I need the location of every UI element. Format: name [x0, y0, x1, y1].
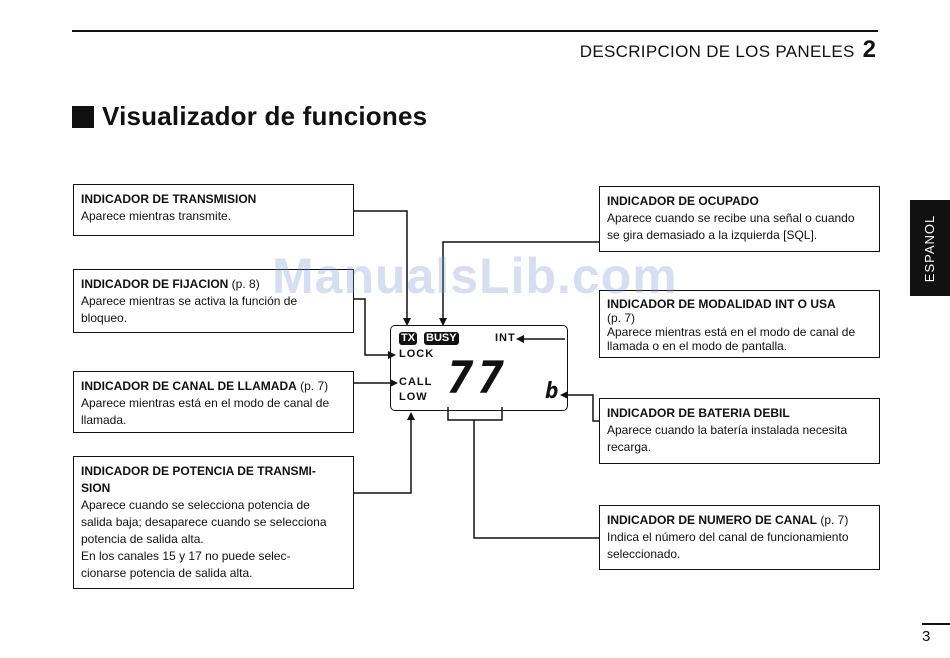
callout-desc: Aparece cuando se selecciona potencia de: [81, 498, 310, 512]
callout-channel-number: INDICADOR DE NUMERO DE CANAL (p. 7) Indi…: [599, 505, 880, 570]
callout-call-channel: INDICADOR DE CANAL DE LLAMADA (p. 7) Apa…: [73, 371, 354, 433]
connector-power: [354, 416, 412, 494]
callout-title: INDICADOR DE CANAL DE LLAMADA: [81, 379, 297, 393]
arrow-battery: [560, 391, 568, 399]
callout-desc: Aparece mientras está en el modo de cana…: [607, 325, 856, 339]
callout-desc: seleccionado.: [607, 547, 681, 561]
lcd-tx-indicator: TX: [399, 332, 418, 345]
connector-tx: [354, 210, 408, 320]
callout-desc: Aparece mientras está en el modo de cana…: [81, 396, 330, 410]
callout-page-ref: (p. 7): [817, 513, 849, 527]
section-title: Visualizador de funciones: [102, 101, 428, 131]
arrow-power: [407, 412, 415, 420]
callout-transmit: INDICADOR DE TRANSMISION Aparece mientra…: [73, 184, 354, 236]
heading-square-icon: [72, 105, 94, 128]
lcd-display: TX BUSY INT LOCK CALL LOW 77 b: [390, 325, 568, 411]
connector-lock: [354, 298, 390, 356]
callout-int-usa: INDICADOR DE MODALIDAD INT O USA (p. 7) …: [599, 290, 880, 358]
connector-channel: [473, 420, 599, 539]
callout-desc: bloqueo.: [81, 311, 128, 325]
connector-busy: [442, 241, 599, 320]
callout-page-ref: (p. 8): [228, 277, 260, 291]
callout-desc: potencia de salida alta.: [81, 532, 204, 546]
callout-lock: INDICADOR DE FIJACION (p. 8) Aparece mie…: [73, 269, 354, 333]
arrow-tx: [403, 318, 411, 326]
callout-title: INDICADOR DE MODALIDAD INT O USA: [607, 297, 836, 311]
callout-title: INDICADOR DE TRANSMISION: [81, 192, 257, 206]
callout-title: INDICADOR DE FIJACION: [81, 277, 229, 291]
lcd-busy-indicator: BUSY: [424, 332, 459, 345]
top-rule: [72, 30, 878, 32]
callout-title: SION: [81, 481, 111, 495]
lcd-channel-digits: 77: [447, 353, 508, 404]
callout-desc: recarga.: [607, 440, 652, 454]
callout-desc: Indica el número del canal de funcionami…: [607, 530, 849, 544]
callout-desc: Aparece mientras se activa la función de: [81, 294, 298, 308]
callout-desc: Aparece cuando la batería instalada nece…: [607, 423, 848, 437]
language-side-tab: ESPANOL: [910, 200, 950, 296]
callout-desc: se gira demasiado a la izquierda [SQL].: [607, 228, 818, 242]
bottom-rule: [922, 623, 950, 625]
lcd-call-indicator: CALL: [399, 376, 433, 388]
page-number: 3: [922, 628, 931, 645]
callout-power: INDICADOR DE POTENCIA DE TRANSMI- SION A…: [73, 456, 354, 589]
callout-desc: llamada o en el modo de pantalla.: [607, 339, 788, 353]
channel-bracket: [447, 407, 503, 421]
connector-battery: [566, 394, 599, 422]
arrow-call: [390, 379, 398, 387]
callout-desc: Aparece cuando se recibe una señal o cua…: [607, 211, 855, 225]
lcd-battery-indicator: b: [545, 379, 559, 404]
callout-desc: llamada.: [81, 413, 127, 427]
callout-title: INDICADOR DE POTENCIA DE TRANSMI-: [81, 464, 316, 478]
header-title: DESCRIPCION DE LOS PANELES: [579, 42, 855, 61]
callout-title: INDICADOR DE BATERIA DEBIL: [607, 406, 790, 420]
callout-battery: INDICADOR DE BATERIA DEBIL Aparece cuand…: [599, 398, 880, 464]
chapter-number: 2: [862, 36, 876, 63]
watermark: ManualsLib.com: [272, 248, 678, 304]
callout-desc: salida baja; desaparece cuando se selecc…: [81, 515, 327, 529]
callout-title: INDICADOR DE OCUPADO: [607, 194, 759, 208]
callout-title: INDICADOR DE NUMERO DE CANAL: [607, 513, 817, 527]
lcd-lock-indicator: LOCK: [399, 348, 435, 360]
callout-page-ref: (p. 7): [607, 311, 636, 325]
callout-desc: cionarse potencia de salida alta.: [81, 566, 253, 580]
callout-busy: INDICADOR DE OCUPADO Aparece cuando se r…: [599, 186, 880, 252]
section-heading: Visualizador de funciones: [72, 101, 427, 132]
arrow-busy: [439, 318, 447, 326]
callout-desc: En los canales 15 y 17 no puede selec-: [81, 549, 291, 563]
lcd-int-indicator: INT: [495, 332, 516, 344]
lcd-low-indicator: LOW: [399, 391, 428, 403]
callout-desc: Aparece mientras transmite.: [81, 209, 232, 223]
page-header: DESCRIPCION DE LOS PANELES 2: [580, 36, 876, 64]
arrow-int: [516, 335, 524, 343]
callout-page-ref: (p. 7): [296, 379, 329, 393]
